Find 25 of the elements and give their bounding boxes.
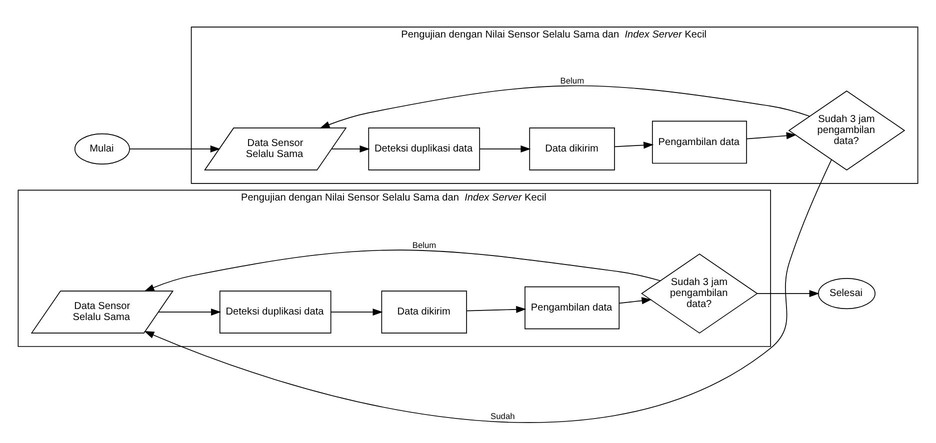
node-box: Pengambilan data: [524, 286, 620, 330]
arrow: [757, 290, 820, 298]
node-box: Data dikirim: [529, 128, 615, 170]
arrow: [466, 306, 526, 313]
arrow: [330, 308, 383, 316]
arrow: [144, 159, 832, 422]
arrow: [619, 297, 652, 304]
edge-label: Sudah: [490, 410, 515, 421]
node-box: Deteksi duplikasi data: [219, 290, 332, 334]
node-box: Pengambilan data: [652, 120, 747, 164]
arrow: [144, 250, 661, 292]
edge-label: Belum: [560, 75, 584, 86]
node-ellipse: Mulai: [74, 133, 130, 165]
node-diamond: Sudah 3 jam pengambilan data?: [788, 90, 906, 170]
node-ellipse: Selesai: [818, 278, 876, 310]
node-box: Deteksi duplikasi data: [368, 128, 480, 170]
edge-label: Belum: [412, 240, 436, 250]
arrow: [331, 145, 370, 152]
node-box: Data dikirim: [381, 290, 467, 334]
arrow: [614, 142, 654, 149]
arrow: [746, 132, 796, 140]
arrow: [479, 145, 531, 152]
arrow: [158, 308, 222, 316]
arrow: [129, 145, 220, 152]
arrow: [320, 85, 810, 128]
